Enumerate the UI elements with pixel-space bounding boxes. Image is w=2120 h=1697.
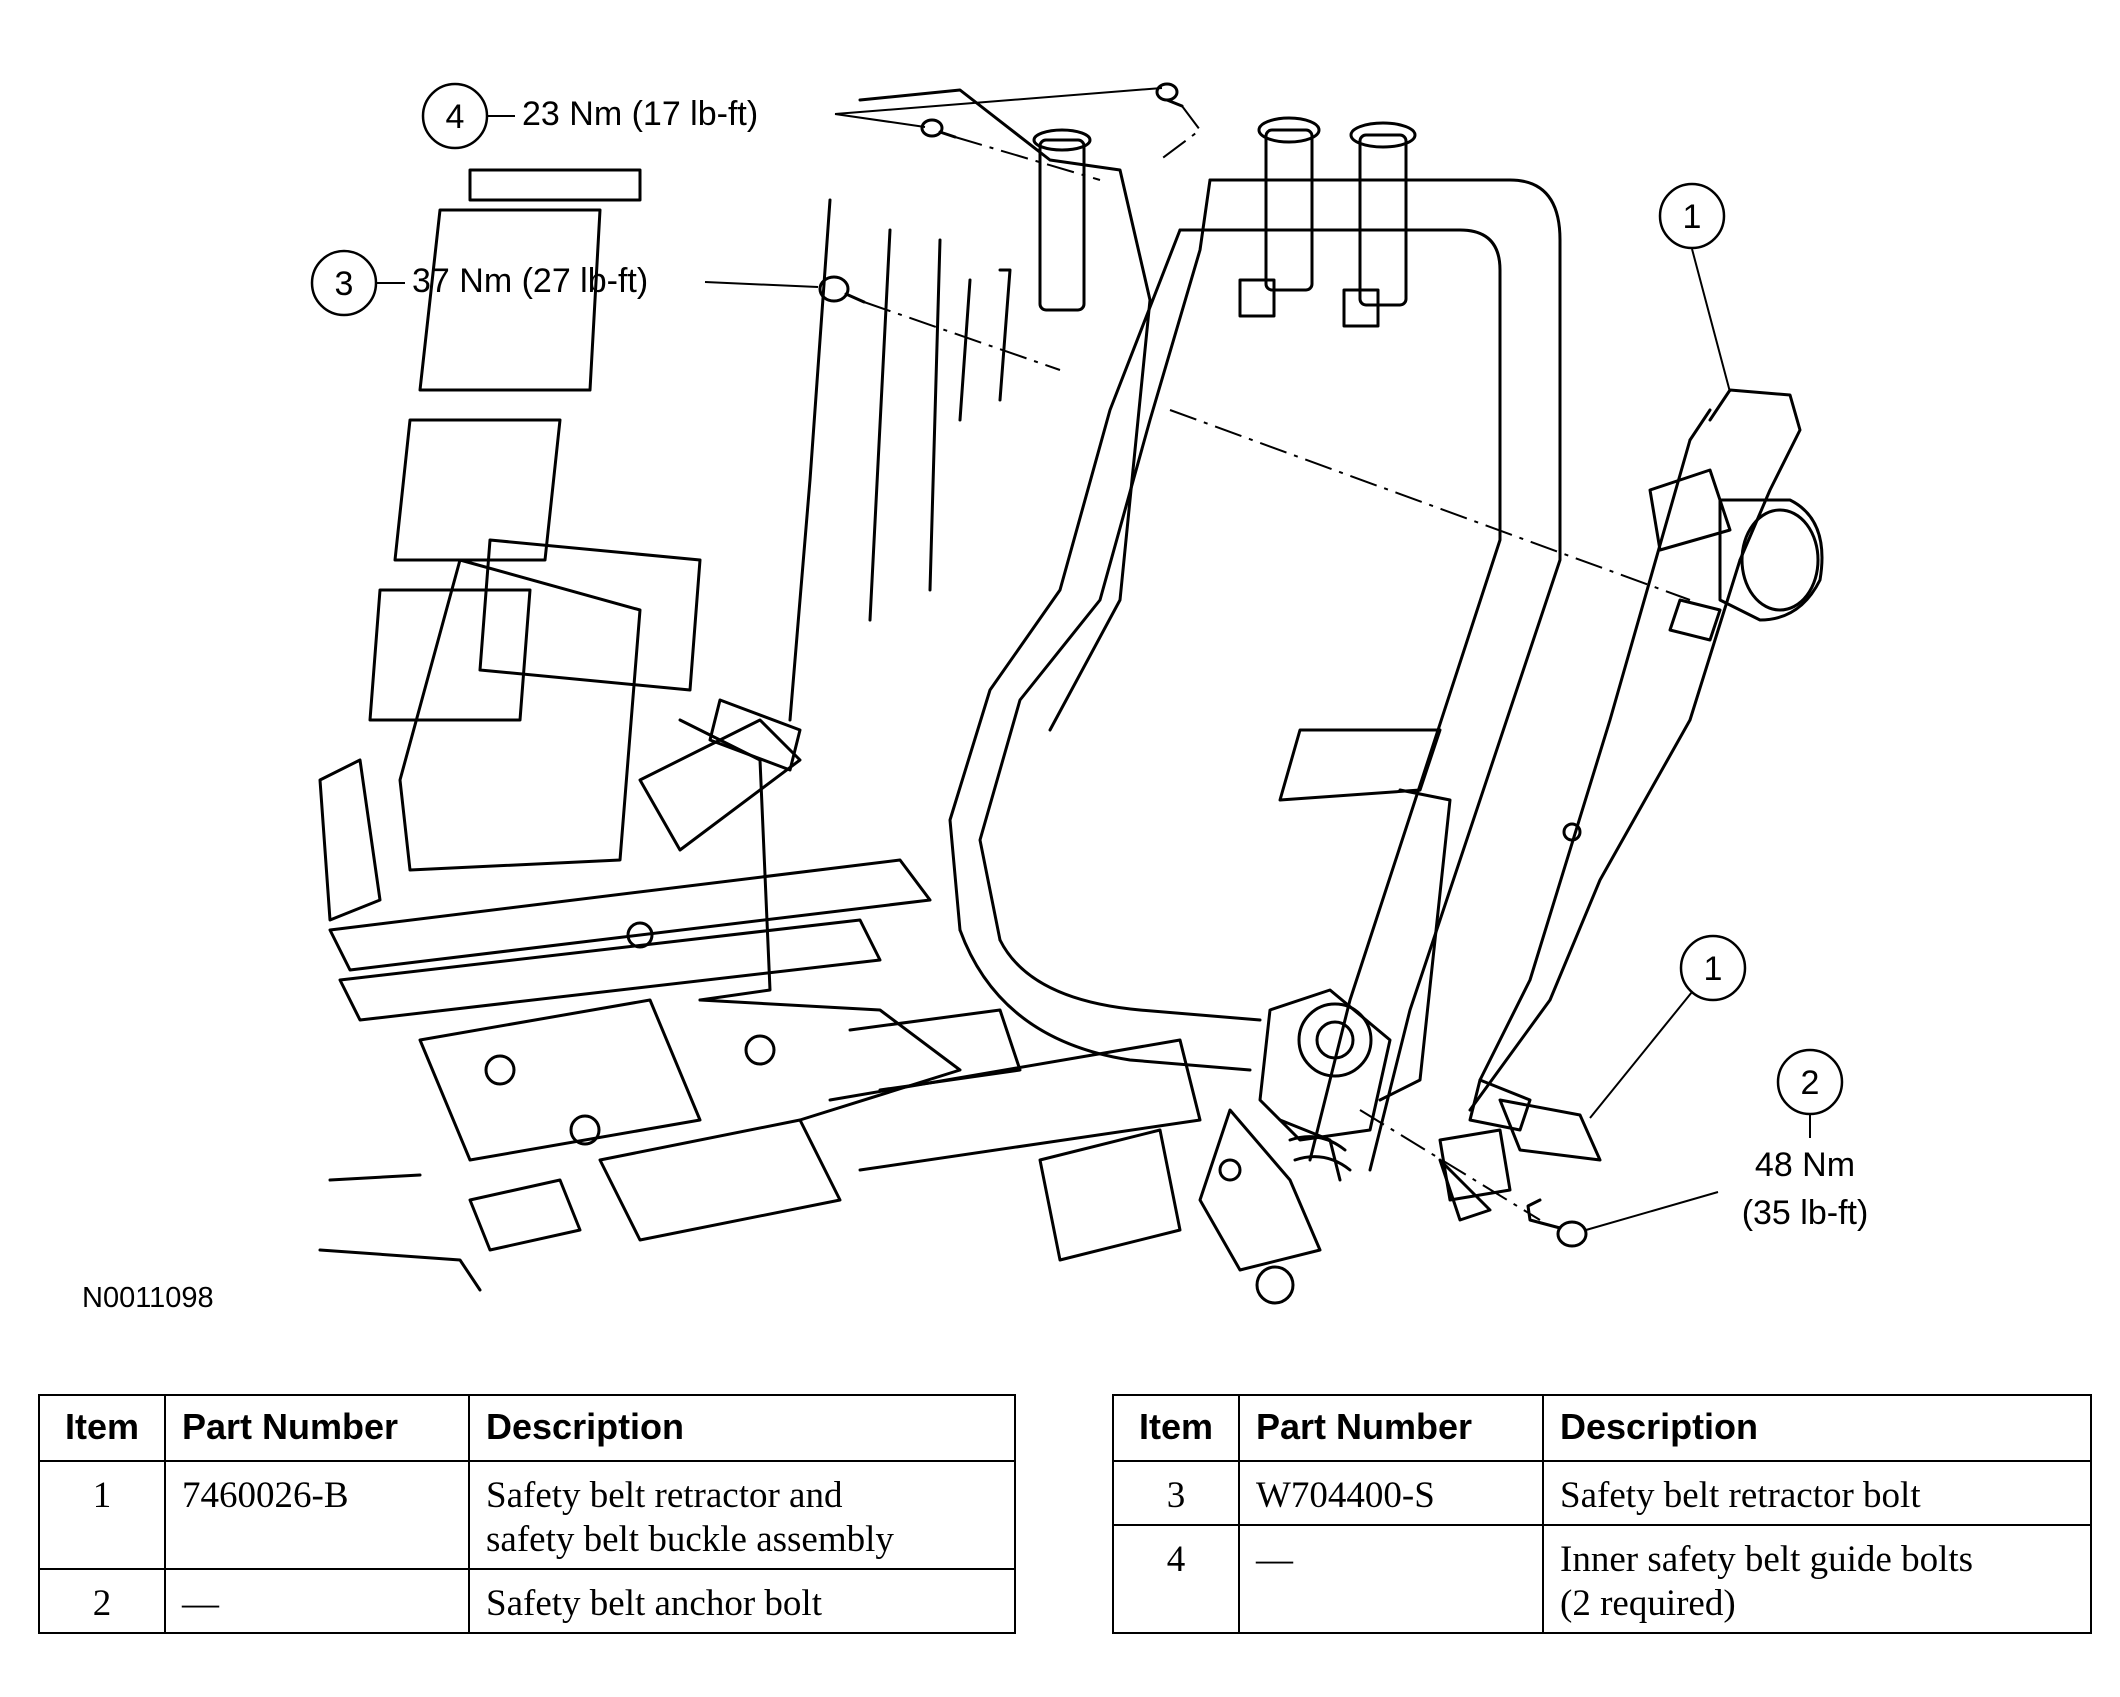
retractor-bolt bbox=[818, 275, 866, 304]
callout-1-upper-leader bbox=[1691, 248, 1731, 393]
callout-1-upper-number: 1 bbox=[1683, 198, 1702, 236]
callout-3: 3 37 Nm (27 lb-ft) bbox=[310, 249, 819, 317]
callout-4-circle bbox=[421, 82, 489, 150]
table-header-row: Item Part Number Description bbox=[38, 1394, 1016, 1462]
description-line: Safety belt retractor bolt bbox=[1560, 1475, 1921, 1516]
callout-2-torque-line2: (35 lb-ft) bbox=[1742, 1194, 1869, 1232]
callout-4-leader-lower bbox=[834, 113, 926, 128]
seat-back-frame bbox=[678, 88, 1562, 1262]
header-description: Description bbox=[468, 1394, 1016, 1462]
table-row: 1 7460026-B Safety belt retractor and sa… bbox=[38, 1460, 1016, 1570]
guide-bolt-lower bbox=[920, 118, 957, 139]
headrest-guides bbox=[958, 116, 1417, 422]
table-row: 2 — Safety belt anchor bolt bbox=[38, 1568, 1016, 1634]
description-line: Safety belt anchor bolt bbox=[486, 1583, 822, 1624]
callout-1-buckle: 1 bbox=[1589, 934, 1747, 1119]
figure-id: N0011098 bbox=[82, 1282, 214, 1314]
callout-4-number: 4 bbox=[446, 98, 465, 136]
item-cell: 1 bbox=[38, 1460, 166, 1570]
callout-1-lower-number: 1 bbox=[1704, 950, 1723, 988]
callout-2-circle bbox=[1776, 1048, 1844, 1116]
seat-belt-exploded-diagram: 4 23 Nm (17 lb-ft) 3 37 Nm (27 lb-ft) 1 … bbox=[310, 82, 1869, 1305]
parts-table-right: Item Part Number Description 3 W704400-S… bbox=[1112, 1394, 2092, 1634]
part-number-cell: — bbox=[1238, 1524, 1544, 1634]
callout-2-leader bbox=[1585, 1191, 1719, 1231]
item-cell: 2 bbox=[38, 1568, 166, 1634]
item-cell: 3 bbox=[1112, 1460, 1240, 1526]
table-row: 4 — Inner safety belt guide bolts (2 req… bbox=[1112, 1524, 2092, 1634]
guide-bolt-upper bbox=[1155, 82, 1184, 108]
recliner-mechanism bbox=[1198, 988, 1392, 1305]
description-cell: Safety belt anchor bolt bbox=[468, 1568, 1016, 1634]
description-cell: Inner safety belt guide bolts (2 require… bbox=[1542, 1524, 2092, 1634]
header-description: Description bbox=[1542, 1394, 2092, 1462]
description-line: Inner safety belt guide bolts bbox=[1560, 1539, 1974, 1580]
table-header-row: Item Part Number Description bbox=[1112, 1394, 2092, 1462]
description-line: (2 required) bbox=[1560, 1583, 1736, 1624]
callout-1-retractor: 1 bbox=[1658, 182, 1731, 393]
callout-4-torque: 23 Nm (17 lb-ft) bbox=[522, 95, 758, 133]
callout-2-torque-line1: 48 Nm bbox=[1755, 1146, 1855, 1184]
parts-table-left: Item Part Number Description 1 7460026-B… bbox=[38, 1394, 1016, 1634]
alignment-lines bbox=[863, 105, 1691, 1221]
callout-3-leader bbox=[704, 281, 819, 288]
callout-3-torque: 37 Nm (27 lb-ft) bbox=[412, 262, 648, 300]
callout-1-lower-circle bbox=[1679, 934, 1747, 1002]
callout-2: 2 48 Nm (35 lb-ft) bbox=[1585, 1048, 1869, 1232]
anchor-bolt bbox=[1526, 1198, 1588, 1248]
description-cell: Safety belt retractor bolt bbox=[1542, 1460, 2092, 1526]
callout-3-number: 3 bbox=[335, 265, 354, 303]
safety-belt-buckle bbox=[1438, 1078, 1602, 1222]
part-number-cell: — bbox=[164, 1568, 470, 1634]
callout-3-circle bbox=[310, 249, 378, 317]
callout-1-lower-leader bbox=[1589, 991, 1693, 1119]
part-number-cell: 7460026-B bbox=[164, 1460, 470, 1570]
header-item: Item bbox=[38, 1394, 166, 1462]
description-line: safety belt buckle assembly bbox=[486, 1519, 894, 1560]
item-cell: 4 bbox=[1112, 1524, 1240, 1634]
callout-2-number: 2 bbox=[1801, 1064, 1820, 1102]
callout-4-leader-upper bbox=[834, 87, 1163, 115]
description-line: Safety belt retractor and bbox=[486, 1475, 843, 1516]
header-part-number: Part Number bbox=[1238, 1394, 1544, 1462]
callout-4: 4 23 Nm (17 lb-ft) bbox=[421, 82, 1163, 150]
safety-belt-assembly bbox=[1468, 388, 1824, 1112]
description-cell: Safety belt retractor and safety belt bu… bbox=[468, 1460, 1016, 1570]
callout-1-upper-circle bbox=[1658, 182, 1726, 250]
header-item: Item bbox=[1112, 1394, 1240, 1462]
table-row: 3 W704400-S Safety belt retractor bolt bbox=[1112, 1460, 2092, 1526]
header-part-number: Part Number bbox=[164, 1394, 470, 1462]
adjacent-seat-frame bbox=[318, 168, 932, 1292]
part-number-cell: W704400-S bbox=[1238, 1460, 1544, 1526]
